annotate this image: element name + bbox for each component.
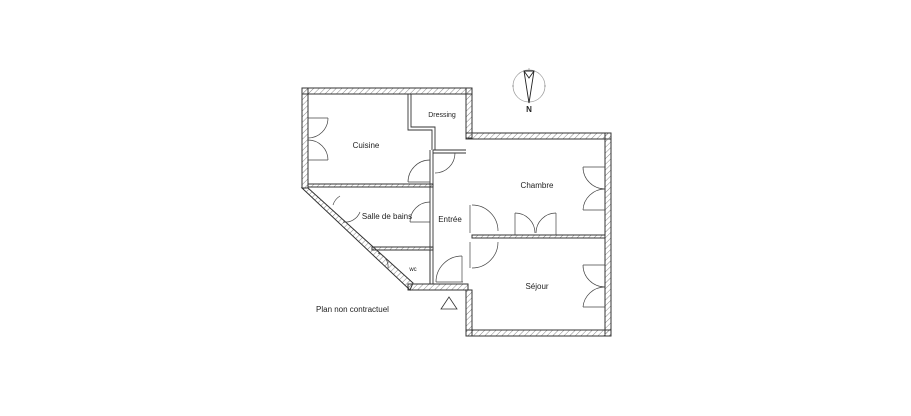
room-label-entree: Entrée (438, 215, 462, 224)
disclaimer-text: Plan non contractuel (316, 305, 389, 314)
walls-right-block (465, 132, 612, 337)
room-label-chambre: Chambre (521, 181, 554, 190)
doors (307, 117, 606, 308)
entrance-triangle-icon (440, 296, 458, 310)
room-label-cuisine: Cuisine (353, 141, 380, 150)
compass-label: N (526, 105, 532, 114)
room-label-wc: wc (408, 267, 416, 273)
walls-left-block (300, 87, 473, 291)
room-label-sejour: Séjour (525, 282, 548, 291)
north-arrow-icon: N (512, 68, 546, 114)
room-label-dressing: Dressing (428, 112, 456, 119)
room-label-salle-de-bains: Salle de bains (362, 212, 412, 221)
interior-partitions (307, 94, 466, 284)
